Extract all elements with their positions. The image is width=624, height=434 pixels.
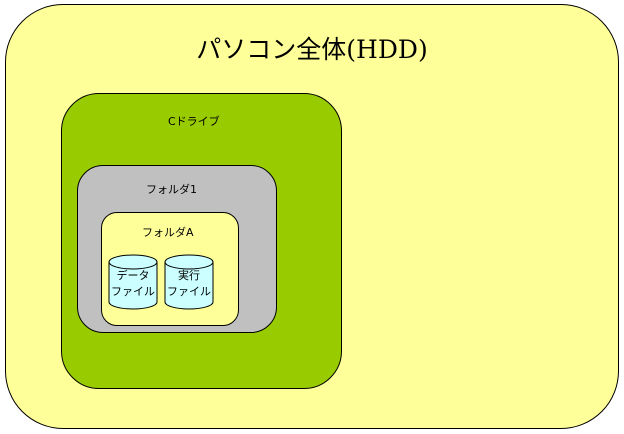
folder-a-label: フォルダA (142, 226, 194, 239)
folder-1-label: フォルダ1 (146, 183, 197, 196)
c-drive-label: Cドライブ (168, 115, 220, 128)
diagram-title: パソコン全体(HDD) (196, 35, 428, 64)
cylinder-icon (108, 254, 158, 310)
data-file-cylinder: データ ファイル (108, 254, 158, 310)
data-file-label-line2: ファイル (111, 285, 155, 298)
cylinder-icon (164, 254, 214, 310)
executable-file-label-line1: 実行 (178, 269, 200, 282)
executable-file-cylinder: 実行 ファイル (164, 254, 214, 310)
executable-file-label-line2: ファイル (167, 285, 211, 298)
data-file-label-line1: データ (116, 269, 150, 282)
